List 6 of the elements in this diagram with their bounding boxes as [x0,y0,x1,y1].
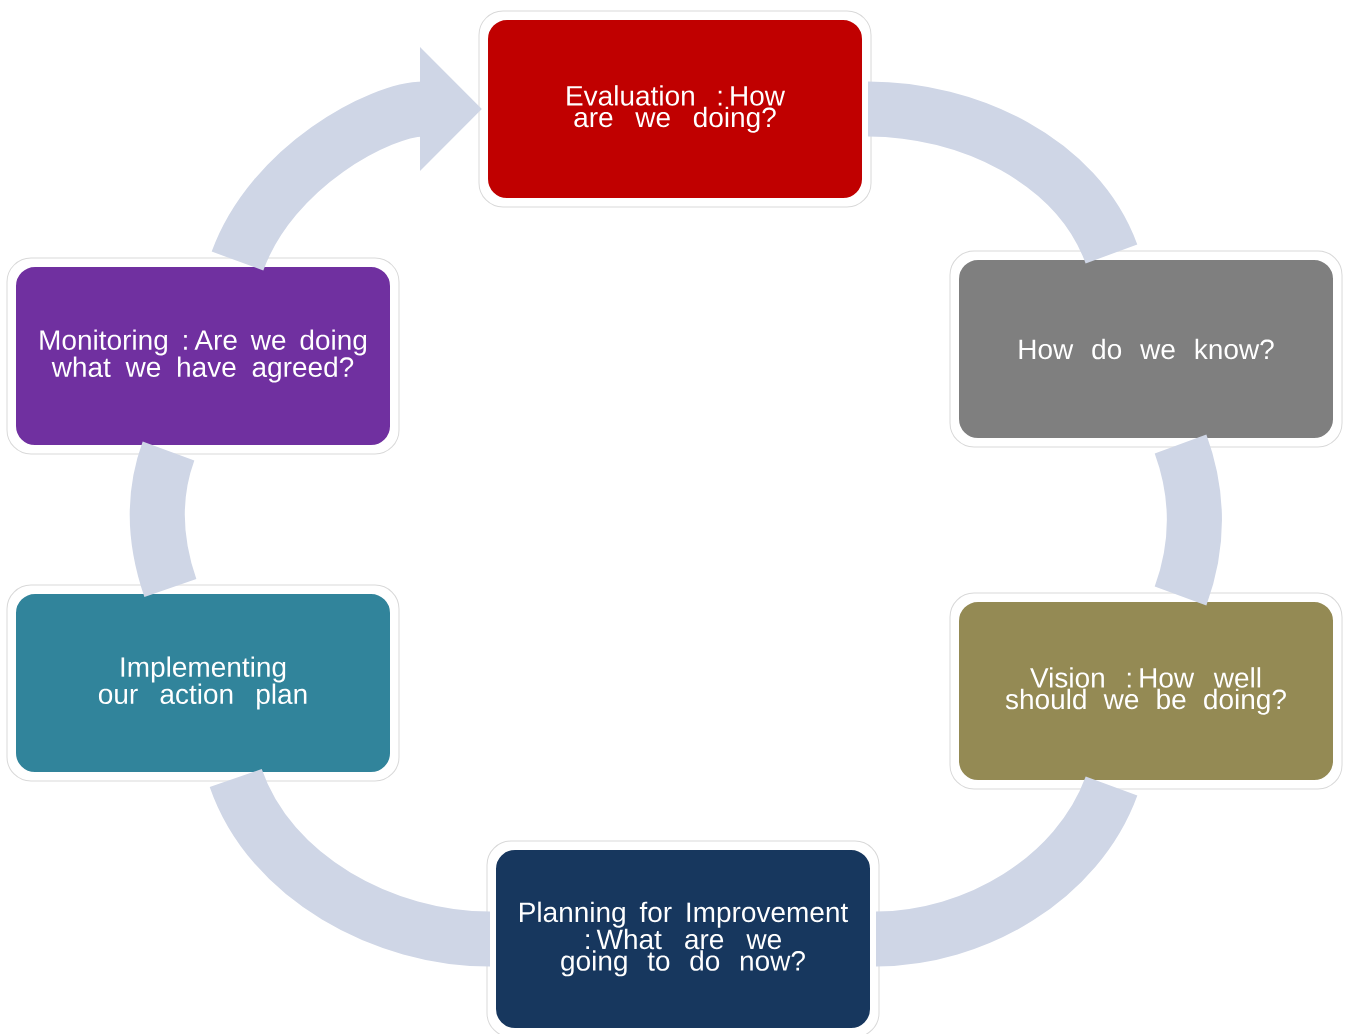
process-box: Planning for Improvement : What are we going to do now? [490,844,876,1034]
process-box: Evaluation : How are we doing? [482,14,868,204]
process-box: Monitoring : Are we doing what we have agreed? [10,261,396,451]
process-box: Implementing our action plan [10,588,396,778]
process-box: Vision : How well should we be doing? [953,596,1339,786]
process-box: How do we know? [953,254,1339,444]
